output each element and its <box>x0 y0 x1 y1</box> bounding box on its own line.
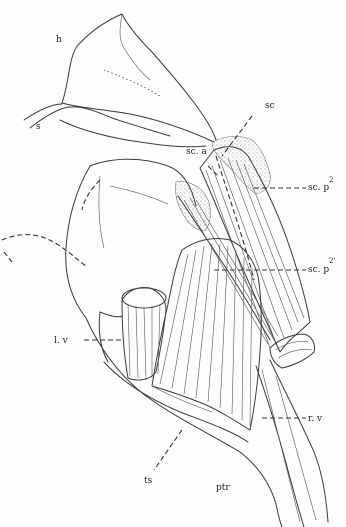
label-sc: sc <box>265 101 275 111</box>
label-sc-a: sc. a <box>186 147 207 157</box>
muscle-r-v <box>256 360 328 527</box>
label-r-v: r. v <box>308 414 323 424</box>
head-outline <box>62 14 216 142</box>
label-ptr: ptr <box>216 483 230 493</box>
muscle-ts <box>152 238 261 430</box>
label-h: h <box>56 35 62 45</box>
label-s: s <box>36 122 41 132</box>
ptr-outline <box>86 318 282 527</box>
label-sc-p2-prime-sup: 2' <box>329 257 335 265</box>
s-structure <box>24 104 206 147</box>
label-ts: ts <box>144 476 153 486</box>
label-sc-p2-sup: 2 <box>329 176 333 184</box>
label-sc-p2: sc. p <box>308 183 329 193</box>
thorax-outline <box>2 159 196 318</box>
label-sc-p2-prime: sc. p <box>308 265 329 275</box>
label-l-v: l. v <box>54 336 69 346</box>
muscle-l-v <box>99 288 166 381</box>
